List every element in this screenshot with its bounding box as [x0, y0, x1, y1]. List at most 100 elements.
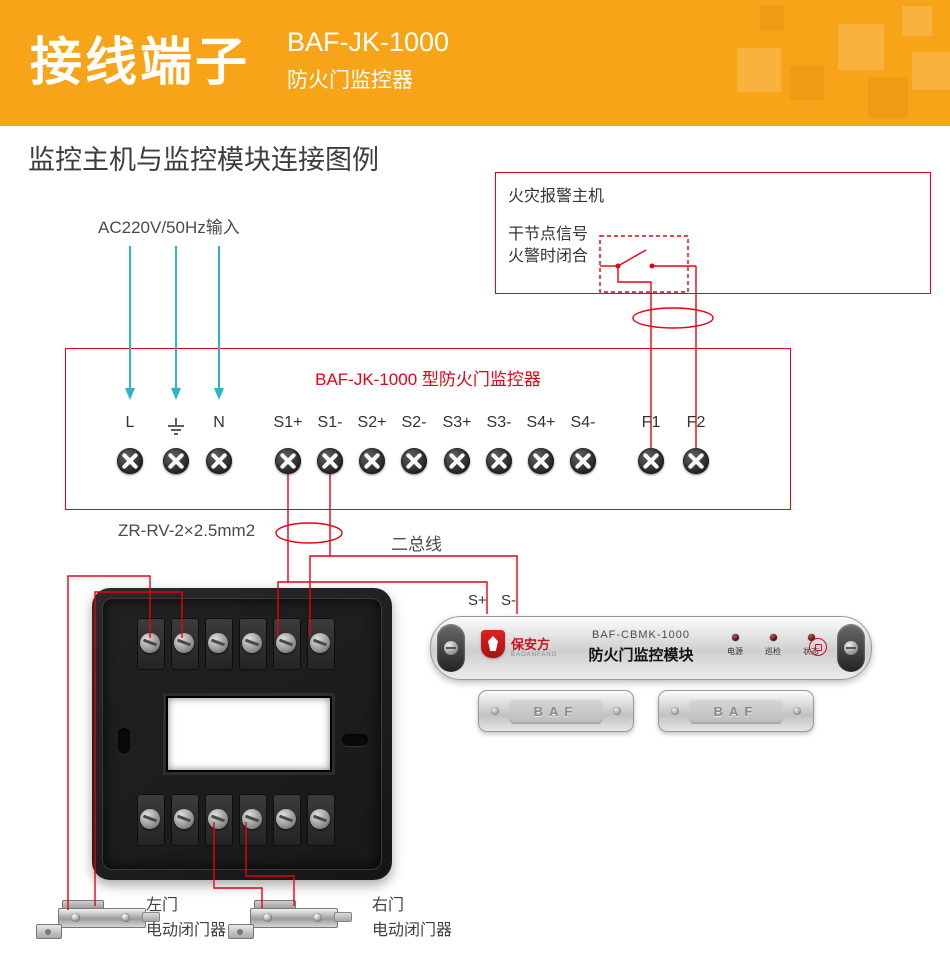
terminal-screw-icon [359, 448, 385, 474]
screw-terminal [137, 618, 165, 670]
screw-icon [793, 707, 801, 715]
back-box-slot [342, 734, 368, 746]
led-dot-icon [731, 634, 739, 641]
screw-terminal [171, 618, 199, 670]
decor-square [737, 48, 781, 92]
back-box-bottom-terminals [137, 794, 335, 846]
bus-label: 二总线 [391, 535, 442, 554]
module-name: 防火门监控模块 [588, 647, 694, 664]
terminal-label-L: L [125, 414, 135, 431]
page-title: 接线端子 [30, 34, 251, 92]
back-box-slot [118, 728, 130, 754]
module-end-cap [437, 624, 465, 672]
terminal-screw-icon [275, 448, 301, 474]
cert-mark-icon [809, 638, 827, 656]
terminal-screw-icon [317, 448, 343, 474]
terminal-screw-icon [163, 448, 189, 474]
terminal-screw-icon [528, 448, 554, 474]
brand-shield-icon [481, 630, 505, 658]
terminal-screw-icon [401, 448, 427, 474]
terminal-screw-icon [206, 448, 232, 474]
terminal-label-S2p: S2+ [357, 414, 387, 431]
decor-square [902, 6, 932, 36]
earth-ground-icon [167, 418, 185, 440]
twisted-pair-mark [632, 307, 714, 329]
terminal-label-S4p: S4+ [526, 414, 556, 431]
led-dot-icon [807, 634, 815, 641]
module-end-cap [837, 624, 865, 672]
monitor-module-photo: 保安方 BAOANFANG BAF-CBMK-1000 防火门监控模块 电源 巡… [430, 616, 872, 680]
closer-plate [228, 924, 254, 939]
terminal-label-S2m: S2- [401, 414, 427, 431]
right-door-line2: 电动闭门器 [372, 922, 453, 939]
terminal-screw-icon [117, 448, 143, 474]
screw-terminal [273, 794, 301, 846]
module-model: BAF-CBMK-1000 [592, 629, 690, 641]
left-door-line1: 左门 [146, 897, 179, 914]
led-dot-icon [769, 634, 777, 641]
bracket-plate: BAF [509, 698, 603, 724]
closer-plate [36, 924, 62, 939]
screw-icon [444, 641, 458, 655]
fire-alarm-title: 火灾报警主机 [508, 188, 605, 205]
fire-alarm-note1: 干节点信号 [508, 226, 589, 243]
back-box-opening [166, 696, 332, 772]
bracket-plate: BAF [689, 698, 783, 724]
left-door-label: 左门 电动闭门器 [146, 893, 226, 943]
terminal-label-S1p: S1+ [273, 414, 303, 431]
terminal-screw-icon [444, 448, 470, 474]
product-name: 防火门监控器 [287, 69, 413, 92]
closer-latch [142, 912, 160, 922]
twisted-pair-mark [275, 522, 343, 544]
terminal-screw-icon [486, 448, 512, 474]
screw-terminal [239, 618, 267, 670]
terminal-screw-icon [570, 448, 596, 474]
product-model: BAF-JK-1000 [287, 27, 450, 57]
terminal-screw-icon [683, 448, 709, 474]
decor-square [868, 78, 908, 118]
screw-icon [613, 707, 621, 715]
power-led: 电源 [723, 634, 747, 657]
screw-terminal [239, 794, 267, 846]
terminal-label-F2: F2 [686, 414, 706, 431]
module-leds: 电源 巡检 状态 [723, 634, 823, 657]
screw-terminal [205, 618, 233, 670]
closer-bar [250, 908, 338, 928]
cable-type-label: ZR-RV-2×2.5mm2 [118, 521, 256, 540]
screw-icon [844, 641, 858, 655]
decor-square [838, 24, 884, 70]
screw-terminal [273, 618, 301, 670]
left-door-line2: 电动闭门器 [146, 922, 227, 939]
right-door-label: 右门 电动闭门器 [372, 893, 452, 943]
ac-input-label: AC220V/50Hz输入 [98, 218, 240, 237]
screw-terminal [205, 794, 233, 846]
back-box-top-terminals [137, 618, 335, 670]
decor-square [912, 52, 950, 90]
screw-icon [671, 707, 679, 715]
patrol-led: 巡检 [761, 634, 785, 657]
terminal-label-F1: F1 [641, 414, 661, 431]
brand-name-en: BAOANFANG [511, 652, 558, 658]
right-door-line1: 右门 [372, 897, 405, 914]
power-led-label: 电源 [727, 647, 743, 656]
magnet-bracket-photo: BAF [658, 690, 814, 732]
controller-title: BAF-JK-1000 型防火门监控器 [315, 370, 541, 389]
screw-icon [491, 707, 499, 715]
patrol-led-label: 巡检 [765, 647, 781, 656]
diagram-title: 监控主机与监控模块连接图例 [28, 145, 379, 175]
terminal-label-S4m: S4- [570, 414, 596, 431]
screw-terminal [171, 794, 199, 846]
right-door-closer-photo [228, 898, 378, 952]
closer-latch [334, 912, 352, 922]
decor-square [760, 6, 784, 30]
terminal-screw-icon [638, 448, 664, 474]
magnet-bracket-photo: BAF [478, 690, 634, 732]
terminal-label-S3p: S3+ [442, 414, 472, 431]
header-banner: 接线端子 BAF-JK-1000 防火门监控器 [0, 0, 950, 126]
decor-square [790, 66, 824, 100]
fire-alarm-note2: 火警时闭合 [508, 248, 589, 265]
fire-alarm-host-box: 火灾报警主机 干节点信号 火警时闭合 [495, 172, 931, 294]
screw-terminal [307, 618, 335, 670]
bus-minus-label: S- [501, 592, 516, 609]
